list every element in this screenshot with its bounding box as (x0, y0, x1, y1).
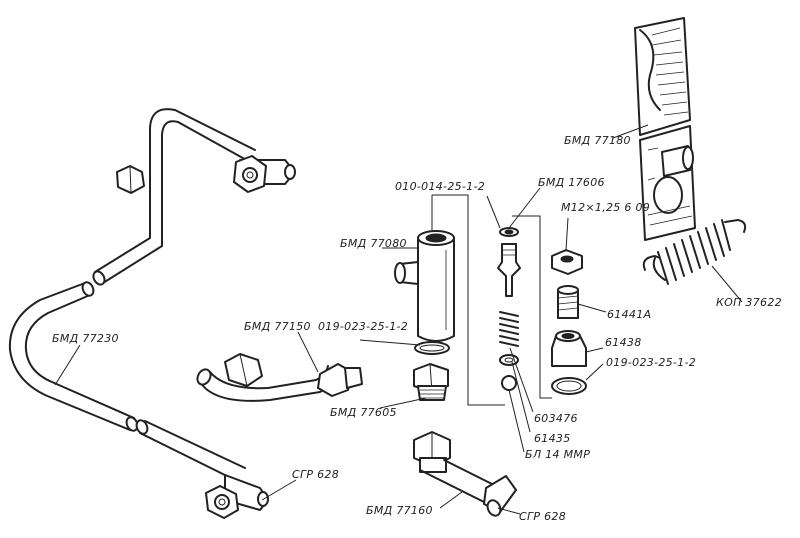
right-stack (551, 249, 587, 395)
label-nut-61438: 61438 (605, 336, 642, 349)
upper-pipe-outer (94, 108, 256, 273)
body-77080 (394, 230, 455, 401)
spring-coils (657, 219, 731, 285)
ring-019-left (414, 341, 450, 355)
union-77605-body (417, 385, 447, 401)
valve-stack (497, 227, 521, 391)
label-ring-019-left: 019-023-25-1-2 (318, 320, 408, 333)
label-ball-61435: 61435 (534, 432, 571, 445)
bracket-hole (653, 176, 683, 214)
nut-bore (242, 167, 258, 183)
label-kit-010: 010-014-25-1-2 (395, 180, 485, 193)
lower-pipe-outer (8, 282, 131, 431)
label-pipe-77150: БМД 77150 (244, 320, 311, 333)
label-ring-019-right: 019-023-25-1-2 (606, 356, 696, 369)
label-spring-37622: КОП 37622 (716, 296, 782, 309)
body-77080-cylinder (417, 237, 455, 342)
leader-lines (54, 124, 743, 515)
ball-bl14 (501, 375, 517, 391)
label-body-77080: БМД 77080 (340, 237, 407, 250)
pipe-assembly-77230 (8, 108, 296, 519)
nut-77150-right (317, 363, 353, 397)
lower-segment-outer (139, 432, 236, 481)
spring-603476 (499, 311, 519, 347)
part-labels: БМД 77180 М12×1,25 6 09 010-014-25-1-2 Б… (52, 134, 782, 523)
lower-pipe-inner (24, 294, 135, 419)
bracket-77180 (634, 17, 696, 241)
label-plug-61441a: 61441А (607, 308, 651, 321)
label-valve-17606: БМД 17606 (538, 176, 605, 189)
label-pipe-77230: БМД 77230 (52, 332, 119, 345)
upper-pipe-end (92, 270, 106, 286)
lower-segment-inner (144, 420, 246, 469)
pipe-77160 (413, 431, 517, 517)
spring-37622 (642, 219, 747, 285)
label-pipe-77160: БМД 77160 (366, 504, 433, 517)
label-cgr-left: СГР 628 (292, 468, 339, 481)
valve-17606 (497, 243, 521, 297)
pipe-77150 (196, 353, 363, 402)
upper-pipe-inner (102, 120, 251, 284)
label-union-77605: БМД 77605 (330, 406, 397, 419)
label-cgr-right: СГР 628 (519, 510, 566, 523)
label-bracket-77180: БМД 77180 (564, 134, 631, 147)
label-spring-603476: 603476 (534, 412, 578, 425)
label-ball-bl14: БЛ 14 ММР (525, 448, 590, 461)
label-bolt-spec: М12×1,25 6 09 (561, 201, 650, 214)
